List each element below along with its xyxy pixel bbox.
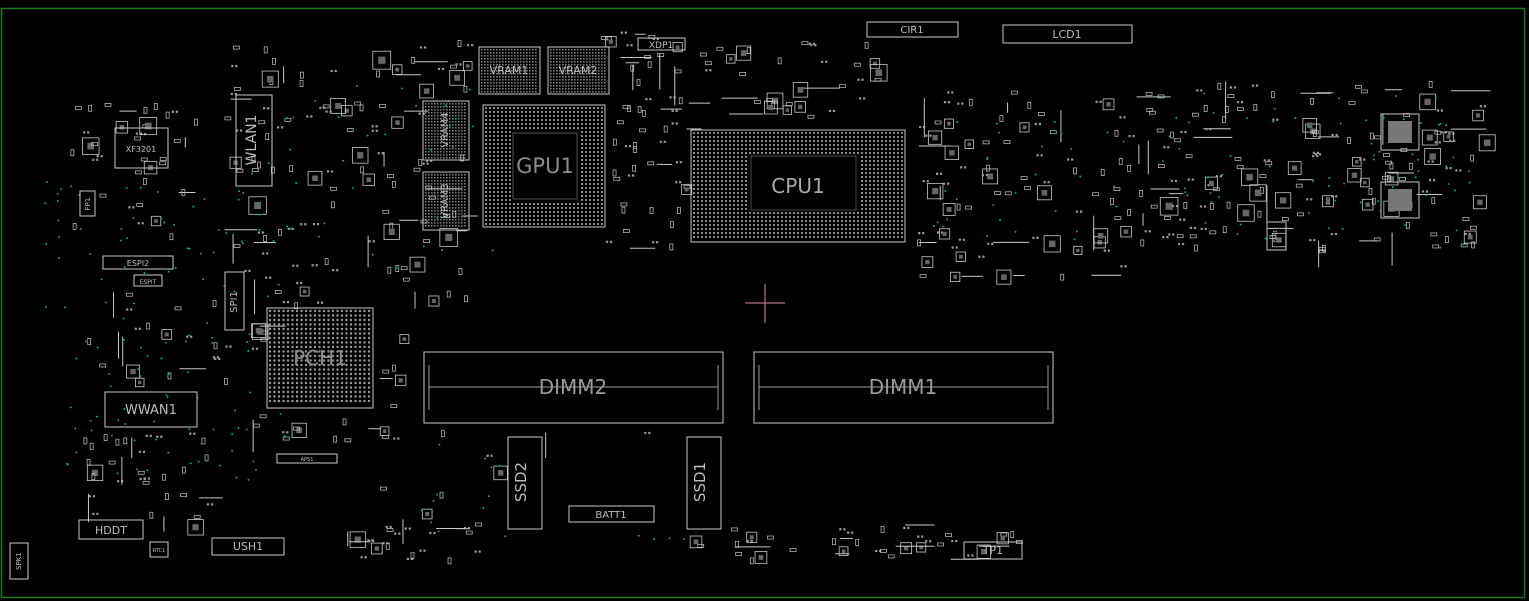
vram4-label: VRAM4	[440, 112, 451, 147]
fp-label: FP1	[84, 198, 92, 211]
spi-connector[interactable]: SPI1	[224, 271, 245, 331]
rtc-connector[interactable]: RTC1	[149, 541, 169, 558]
spk-connector[interactable]: SPK1	[9, 542, 29, 580]
fan-label: FAN1	[1273, 230, 1279, 243]
gpu-label: GPU1	[516, 154, 574, 178]
vram2-footprint[interactable]: VRAM2	[547, 46, 610, 95]
pch-footprint[interactable]: PCH1	[266, 307, 374, 409]
passive-components	[44, 31, 1496, 565]
fan-connector[interactable]: FAN1	[1266, 221, 1287, 251]
spk-label: SPK1	[15, 552, 23, 570]
ush-connector[interactable]: USH1	[211, 537, 285, 556]
ssd2-connector[interactable]: SSD2	[507, 436, 543, 530]
tp-connector[interactable]: TP1	[963, 541, 1023, 560]
xf-chip[interactable]: XF3201	[114, 127, 169, 169]
espi-label: ESPIT	[140, 279, 157, 286]
dimm1-slot[interactable]: DIMM1	[753, 351, 1054, 424]
vram2-label: VRAM2	[559, 64, 598, 77]
fp-connector[interactable]: FP1	[79, 190, 96, 217]
rtc-label: RTC1	[153, 548, 166, 554]
spi-label: SPI1	[229, 291, 240, 313]
xdp-label: XDP1	[649, 41, 673, 51]
cir-connector[interactable]: CIR1	[866, 21, 959, 38]
crosshair-cursor	[745, 284, 785, 323]
pch-label: PCH1	[293, 346, 347, 370]
ush-label: USH1	[233, 540, 263, 553]
ssd2-label: SSD2	[512, 462, 530, 502]
vram1-label: VRAM1	[490, 64, 529, 77]
gpu-footprint[interactable]: GPU1	[482, 104, 606, 228]
vram3-label: VRAM3	[440, 183, 451, 218]
vram4-footprint[interactable]: VRAM4	[422, 100, 470, 161]
wwan-label: WWAN1	[125, 403, 177, 418]
espi2-label: ESPI2	[127, 259, 149, 268]
cpu-footprint[interactable]: CPU1	[690, 129, 906, 243]
vram1-footprint[interactable]: VRAM1	[478, 46, 541, 95]
vram3-footprint[interactable]: VRAM3	[422, 171, 470, 231]
ec-chip-top[interactable]	[1380, 113, 1420, 151]
hdd-connector[interactable]: HDDT	[78, 519, 144, 540]
lcd-connector[interactable]: LCD1	[1002, 24, 1133, 44]
aps-label: APS1	[301, 457, 314, 463]
cpu-label: CPU1	[771, 174, 824, 198]
wwan-connector[interactable]: WWAN1	[104, 391, 198, 428]
dimm1-label: DIMM1	[869, 375, 938, 399]
battery-label: BATT1	[595, 510, 626, 521]
xdp-connector[interactable]: XDP1	[637, 37, 686, 51]
battery-connector[interactable]: BATT1	[568, 505, 655, 523]
wlan-connector[interactable]: WLAN1	[235, 94, 273, 187]
ssd1-connector[interactable]: SSD1	[686, 436, 722, 530]
espi2-connector[interactable]: ESPI2	[102, 255, 174, 270]
xf-label: XF3201	[126, 145, 156, 154]
hdd-label: HDDT	[95, 524, 127, 537]
espi-connector[interactable]: ESPIT	[133, 274, 163, 287]
aps-connector[interactable]: APS1	[276, 453, 338, 464]
dimm2-label: DIMM2	[539, 375, 608, 399]
lcd-label: LCD1	[1052, 28, 1081, 41]
dimm2-slot[interactable]: DIMM2	[423, 351, 724, 424]
ec-chip-bottom[interactable]	[1380, 181, 1420, 219]
board-border	[0, 7, 1526, 599]
ssd1-label: SSD1	[691, 462, 709, 502]
cir-label: CIR1	[900, 25, 923, 36]
tp-label: TP1	[982, 544, 1003, 557]
wlan-label: WLAN1	[244, 115, 260, 166]
